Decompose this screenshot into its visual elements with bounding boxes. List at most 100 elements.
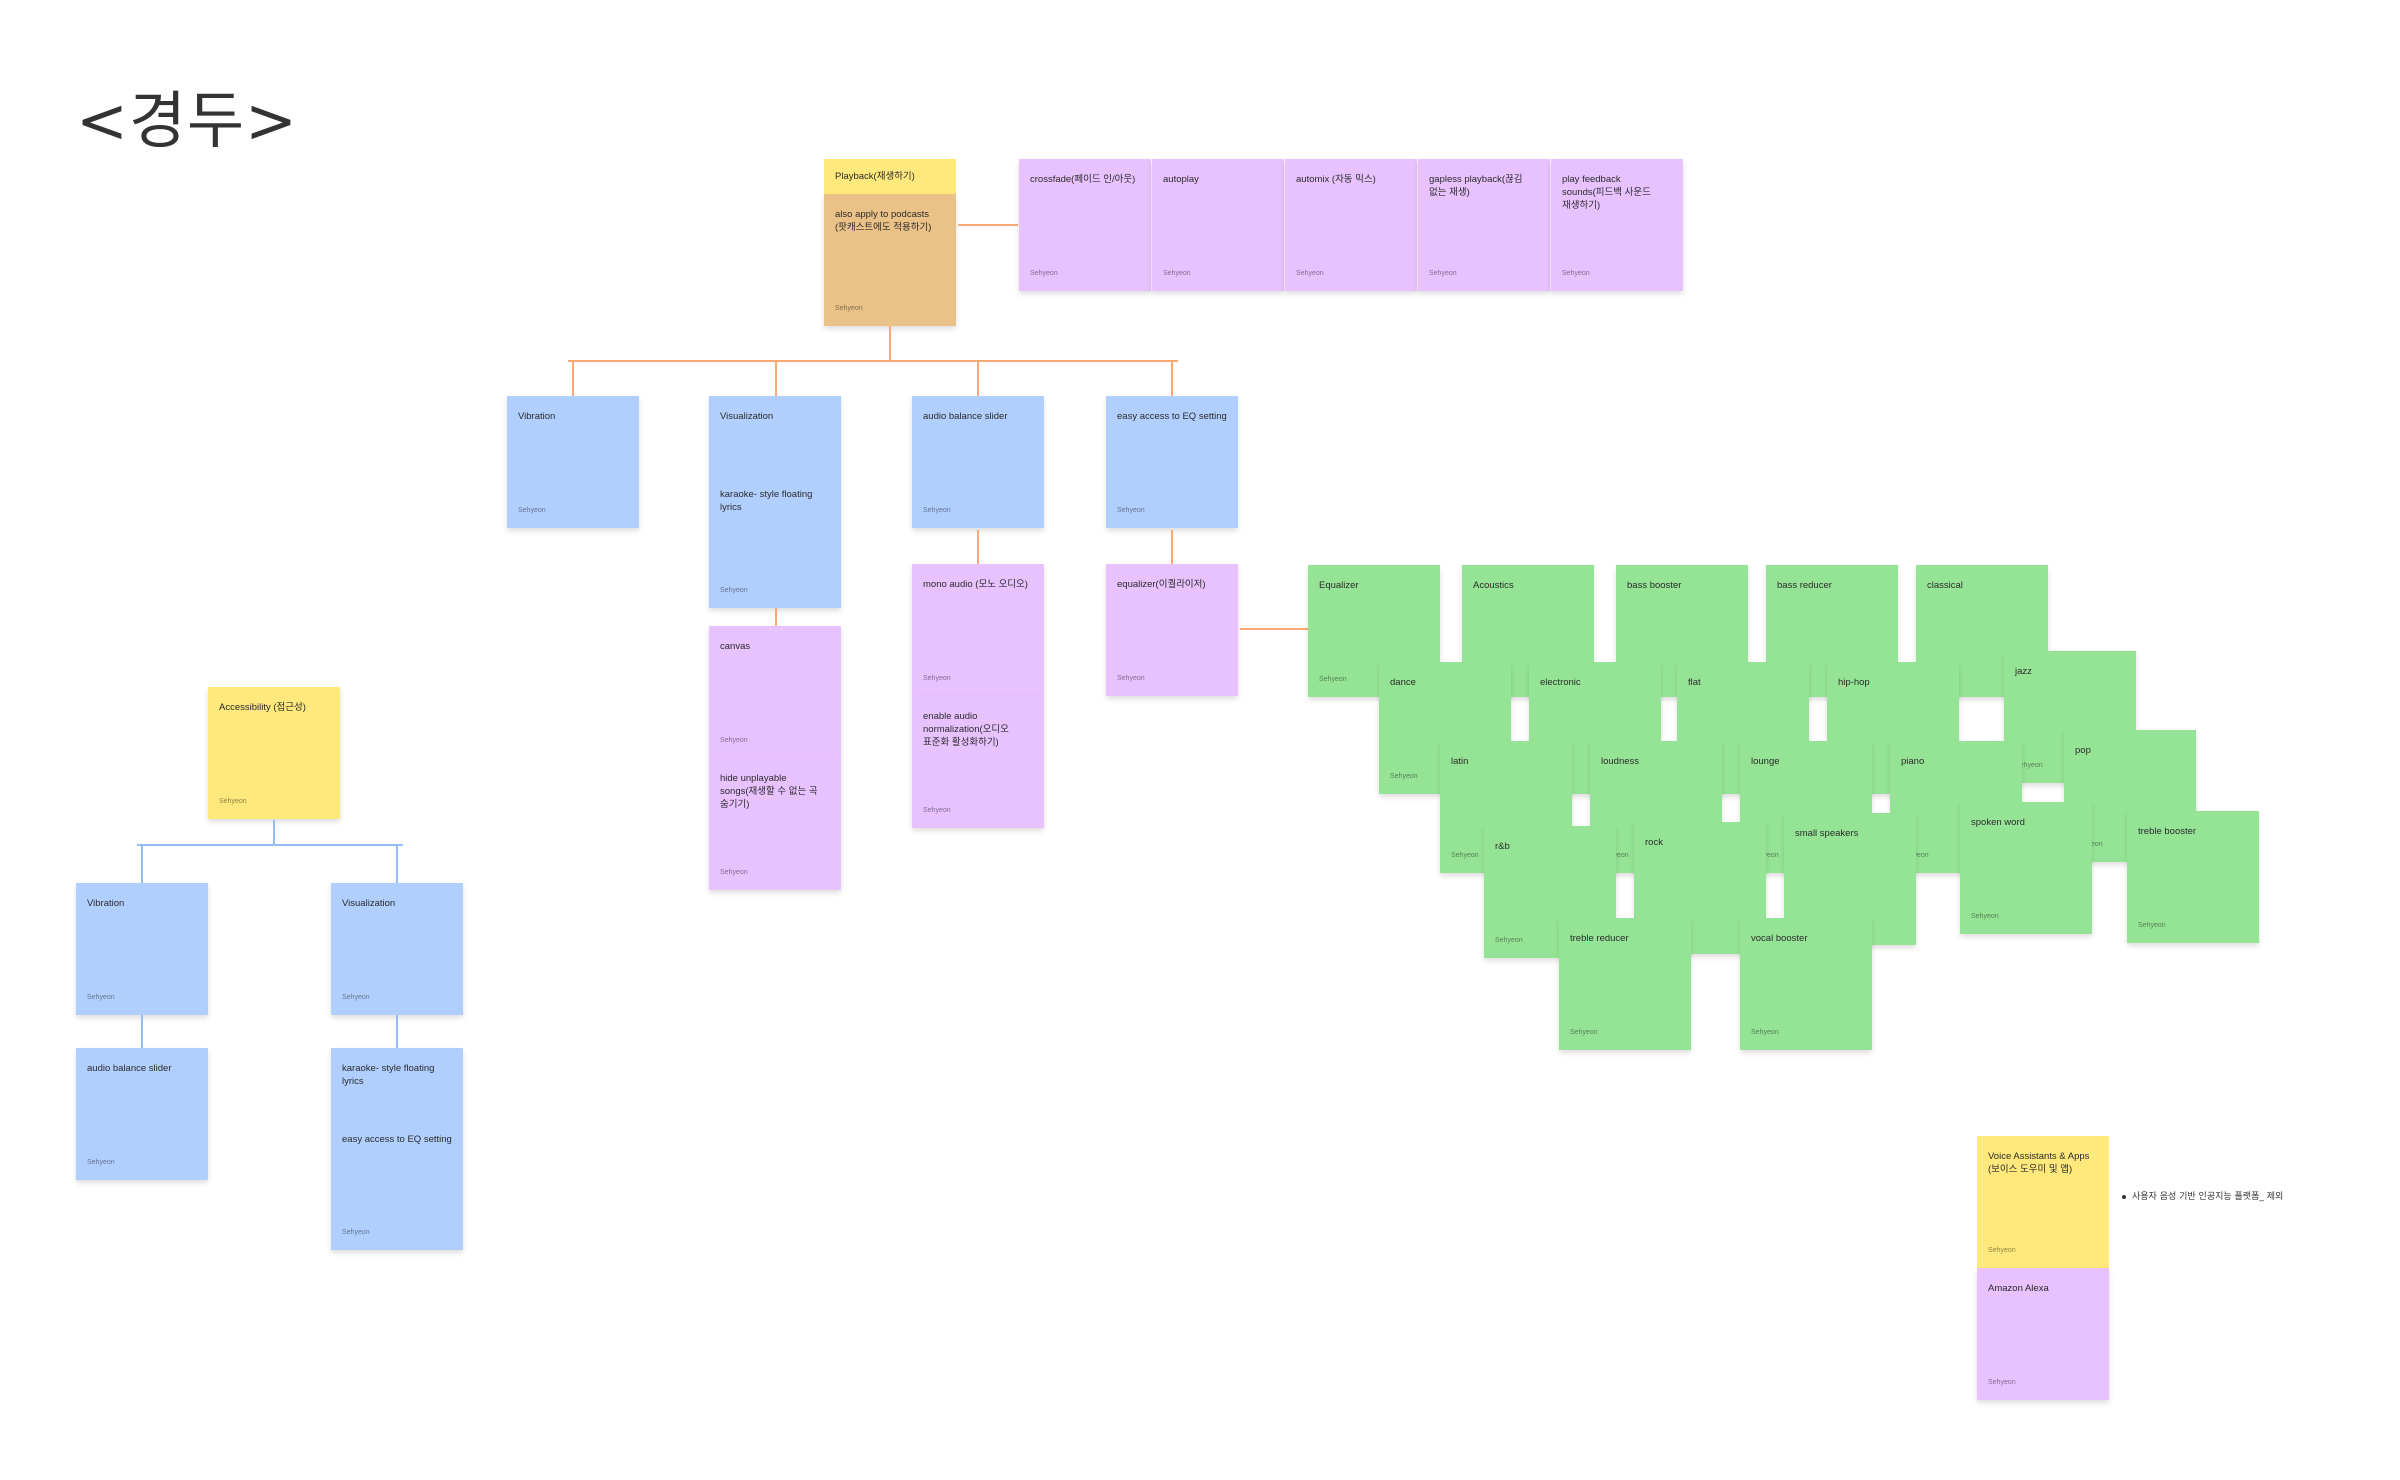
sticky-author: Sehyeon	[835, 305, 863, 312]
sticky-accessibility[interactable]: Accessibility (접근성) Sehyeon	[208, 687, 340, 819]
sticky-text: crossfade(페이드 인/아웃)	[1030, 174, 1136, 185]
sticky-text: Amazon Alexa	[1988, 1283, 2049, 1294]
sticky-author: Sehyeon	[923, 507, 951, 514]
connector	[137, 844, 403, 846]
sticky-author: Sehyeon	[87, 1159, 115, 1166]
note-bullet: 사용자 음성 기반 인공지능 플랫폼_ 제외	[2122, 1189, 2283, 1202]
sticky-text: treble booster	[2138, 826, 2197, 837]
sticky-gapless-playback[interactable]: gapless playback(끊김 없는 재생) Sehyeon	[1418, 159, 1550, 291]
sticky-text: enable audio normalization(오디오 표준화 활성화하기…	[923, 711, 1009, 748]
sticky-author: Sehyeon	[219, 798, 247, 805]
sticky-canvas[interactable]: canvas Sehyeon	[709, 626, 841, 758]
sticky-text: audio balance slider	[923, 411, 1008, 422]
sticky-acc-audio-balance[interactable]: audio balance slider Sehyeon	[76, 1048, 208, 1180]
sticky-text: loudness	[1601, 756, 1640, 767]
sticky-author: Sehyeon	[1319, 676, 1347, 683]
sticky-author: Sehyeon	[1451, 852, 1479, 859]
sticky-text: latin	[1451, 756, 1469, 767]
sticky-author: Sehyeon	[1117, 507, 1145, 514]
connector	[141, 845, 143, 883]
sticky-visualization[interactable]: Visualization karaoke- style floating ly…	[709, 396, 841, 608]
sticky-text: Vibration	[87, 898, 125, 909]
sticky-text: rock	[1645, 837, 1663, 848]
sticky-author: Sehyeon	[518, 507, 546, 514]
connector	[958, 224, 1018, 226]
sticky-text: vocal booster	[1751, 933, 1808, 944]
sticky-author: Sehyeon	[1030, 270, 1058, 277]
sticky-author: Sehyeon	[720, 587, 748, 594]
note-text: 사용자 음성 기반 인공지능 플랫폼_ 제외	[2132, 1192, 2284, 1202]
sticky-acc-vibration[interactable]: Vibration Sehyeon	[76, 883, 208, 1015]
connector	[141, 1015, 143, 1048]
sticky-audio-balance[interactable]: audio balance slider Sehyeon	[912, 396, 1044, 528]
sticky-text: bass booster	[1627, 580, 1682, 591]
sticky-author: Sehyeon	[1495, 937, 1523, 944]
sticky-text: spoken word	[1971, 817, 2025, 828]
sticky-author: Sehyeon	[1988, 1247, 2016, 1254]
sticky-author: Sehyeon	[87, 994, 115, 1001]
sticky-text: piano	[1901, 756, 1925, 767]
connector	[568, 360, 1178, 362]
sticky-text: r&b	[1495, 841, 1510, 852]
sticky-feedback-sounds[interactable]: play feedback sounds(피드백 사운드 재생하기) Sehye…	[1551, 159, 1683, 291]
sticky-text: autoplay	[1163, 174, 1199, 185]
sticky-automix[interactable]: automix (자동 믹스) Sehyeon	[1285, 159, 1417, 291]
sticky-text: treble reducer	[1570, 933, 1629, 944]
sticky-text: electronic	[1540, 677, 1581, 688]
sticky-text: Equalizer	[1319, 580, 1359, 591]
connector	[1240, 628, 1308, 630]
sticky-author: Sehyeon	[1562, 270, 1590, 277]
sticky-vibration[interactable]: Vibration Sehyeon	[507, 396, 639, 528]
sticky-text: automix (자동 믹스)	[1296, 174, 1376, 185]
sticky-eq-access[interactable]: easy access to EQ setting Sehyeon	[1106, 396, 1238, 528]
sticky-mono-audio[interactable]: mono audio (모노 오디오) Sehyeon	[912, 564, 1044, 696]
sticky-text: hip-hop	[1838, 677, 1870, 688]
sticky-author: Sehyeon	[1971, 913, 1999, 920]
sticky-text: dance	[1390, 677, 1416, 688]
sticky-acc-karaoke-eq[interactable]: karaoke- style floating lyrics easy acce…	[331, 1048, 463, 1250]
sticky-author: Sehyeon	[1390, 773, 1418, 780]
sticky-author: Sehyeon	[2138, 922, 2166, 929]
connector	[396, 845, 398, 883]
sticky-text: jazz	[2015, 666, 2032, 677]
sticky-text: mono audio (모노 오디오)	[923, 579, 1028, 590]
board-title: <경두>	[76, 84, 298, 157]
connector	[775, 361, 777, 396]
connector	[889, 326, 891, 362]
sticky-author: Sehyeon	[342, 994, 370, 1001]
sticky-playback-header[interactable]: Playback(재생하기)	[824, 159, 956, 194]
sticky-acc-visualization[interactable]: Visualization Sehyeon	[331, 883, 463, 1015]
connector	[1171, 361, 1173, 396]
bullet-dot-icon	[2122, 1194, 2126, 1199]
sticky-subtext: easy access to EQ setting	[342, 1134, 452, 1145]
sticky-text: canvas	[720, 641, 751, 652]
sticky-autoplay[interactable]: autoplay Sehyeon	[1152, 159, 1284, 291]
sticky-playback-podcasts[interactable]: also apply to podcasts (팟캐스트에도 적용하기) Seh…	[824, 194, 956, 326]
sticky-equalizer[interactable]: equalizer(이퀄라이저) Sehyeon	[1106, 564, 1238, 696]
connector	[273, 820, 275, 845]
sticky-text: lounge	[1751, 756, 1780, 767]
sticky-author: Sehyeon	[1751, 1029, 1779, 1036]
sticky-text: gapless playback(끊김 없는 재생)	[1429, 174, 1523, 198]
sticky-author: Sehyeon	[1117, 675, 1145, 682]
sticky-subtext: karaoke- style floating lyrics	[720, 489, 813, 513]
sticky-text: Acoustics	[1473, 580, 1514, 591]
sticky-text: small speakers	[1795, 828, 1859, 839]
sticky-text: also apply to podcasts (팟캐스트에도 적용하기)	[835, 209, 932, 233]
sticky-text: karaoke- style floating lyrics	[342, 1063, 435, 1087]
sticky-amazon-alexa[interactable]: Amazon Alexa Sehyeon	[1977, 1268, 2109, 1400]
connector	[775, 608, 777, 626]
sticky-text: hide unplayable songs(재생할 수 없는 곡 숨기기)	[720, 773, 818, 810]
sticky-normalization[interactable]: enable audio normalization(오디오 표준화 활성화하기…	[912, 696, 1044, 828]
sticky-text: Visualization	[720, 411, 774, 422]
sticky-crossfade[interactable]: crossfade(페이드 인/아웃) Sehyeon	[1019, 159, 1151, 291]
sticky-author: Sehyeon	[1296, 270, 1324, 277]
sticky-author: Sehyeon	[1429, 270, 1457, 277]
sticky-voice-assistants[interactable]: Voice Assistants & Apps (보이스 도우미 및 앱) Se…	[1977, 1136, 2109, 1268]
sticky-hide-unplayable[interactable]: hide unplayable songs(재생할 수 없는 곡 숨기기) Se…	[709, 758, 841, 890]
